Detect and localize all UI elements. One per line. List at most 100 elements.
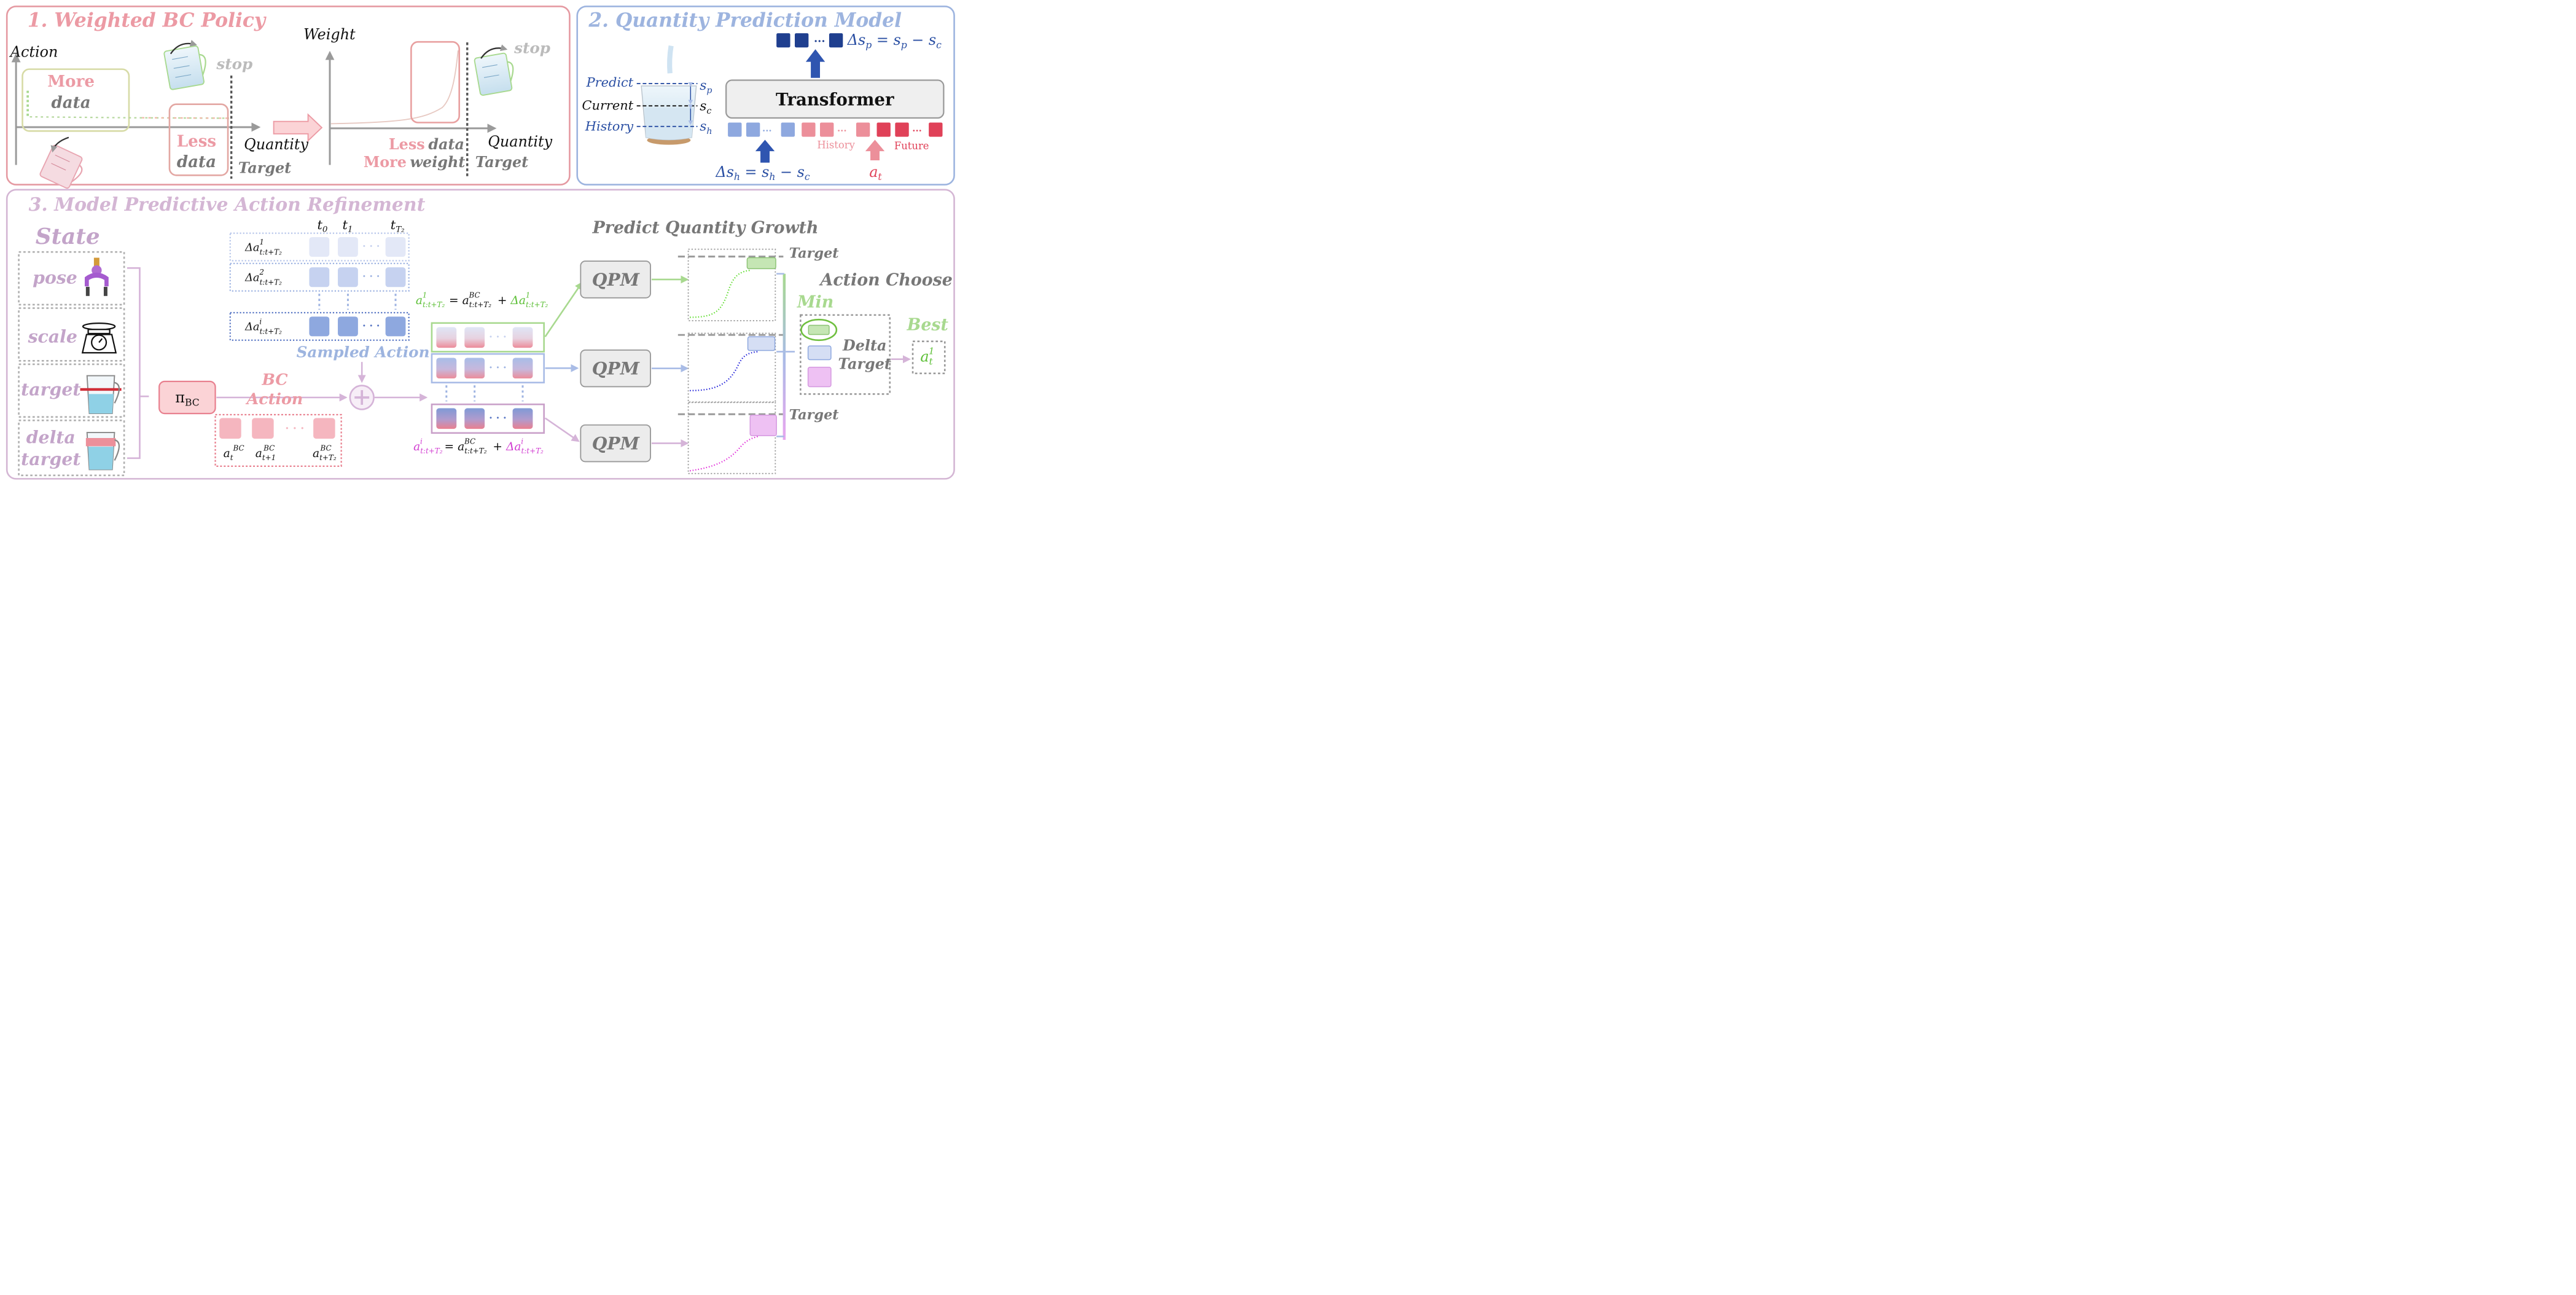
panel1-title: 1. Weighted BC Policy (28, 9, 267, 31)
input-tokens: ··· ··· ··· (728, 122, 943, 137)
target-label-top: Target (789, 246, 840, 262)
future-label: Future (894, 140, 929, 152)
min-label: Min (797, 292, 833, 311)
state-scale-label: scale (28, 326, 77, 347)
delta-row-2: · · · (229, 262, 410, 292)
state-delta-target-label-2: target (21, 448, 80, 469)
choose-candidates (800, 318, 838, 388)
action-data-trail-pink (142, 117, 229, 119)
history-input-arrow (755, 139, 775, 163)
level-current-label: Current (582, 98, 634, 112)
svg-text:· · ·: · · · (362, 240, 380, 252)
action-symbol: at (869, 163, 882, 182)
action-input-arrow (865, 139, 885, 161)
right-plot-x-label: Quantity (488, 133, 552, 151)
bc-action-label-2: Action (246, 389, 303, 408)
growth-plot-1 (677, 248, 784, 322)
state-pose-label: pose (33, 267, 77, 288)
input-formula: Δsh = sh − sc (715, 163, 810, 182)
delta-row-1: · · · (229, 232, 410, 262)
delta-row-dots (318, 294, 397, 310)
less-data-box (168, 103, 229, 176)
output-formula: Δsp = sp − sc (847, 31, 942, 50)
predict-growth-title: Predict Quantity Growth (592, 219, 819, 238)
transformer-block (725, 79, 945, 119)
qpm-block-3: QPM (580, 424, 651, 463)
svg-text:···: ··· (912, 125, 922, 136)
choose-box (800, 314, 891, 395)
candidate-row-1: · · · (431, 322, 545, 353)
delta-row-label-i: Δat:t+T₂i (244, 317, 282, 335)
delta-target-label-1: Delta (842, 337, 886, 354)
right-plot-y-label: Weight (303, 26, 356, 43)
right-stop-label: stop (513, 39, 550, 57)
qpm-block-1: QPM (580, 260, 651, 299)
growth-plot-2 (677, 332, 784, 403)
pouring-cup-icon-top (163, 45, 206, 90)
bc-token-label-2: at+1BC (256, 444, 276, 463)
rotate-arrow-icon-bottom (50, 136, 69, 153)
state-delta-target-label: delta (26, 427, 76, 448)
growth-plot-3 (677, 402, 784, 474)
formula-top: at:t+T₂1 = at:t+T₂BC + Δat:t+T₂1 (416, 291, 548, 309)
svg-text:· · ·: · · · (362, 271, 380, 283)
add-operator-icon (349, 385, 375, 410)
panel1-transition-arrow (273, 113, 323, 143)
target-cup-icon (80, 375, 122, 415)
sampled-action-label: Sampled Action (297, 343, 430, 361)
bc-tokens: · · · (219, 418, 335, 439)
panel2-title: 2. Quantity Prediction Model (588, 9, 902, 31)
candidate-row-i: · · · (431, 403, 545, 434)
bc-tokens-box (214, 413, 342, 467)
more-data-box (21, 68, 130, 132)
delta-row-label-1: Δat:t+T₂1 (244, 238, 282, 256)
selection-bracket (783, 273, 786, 440)
rotate-arrow-icon-top (170, 39, 197, 55)
level-history-label: History (585, 119, 634, 134)
svg-text:· · ·: · · · (362, 320, 380, 332)
bc-token-label-1: atBC (224, 444, 244, 463)
symbol-sp: sp (700, 78, 712, 95)
state-title: State (36, 224, 100, 249)
action-data-points (26, 90, 29, 116)
candidate-row-2: · · · (431, 353, 545, 384)
panel-action-refinement: 3. Model Predictive Action Refinement St… (6, 189, 955, 480)
panel-quantity-prediction-model: 2. Quantity Prediction Model Predict Cur… (576, 6, 955, 186)
state-bracket (127, 267, 149, 460)
symbol-sh: sh (700, 119, 712, 136)
qpm-label-1: QPM (592, 269, 641, 290)
delta-row-label-2: Δat:t+T₂2 (244, 268, 282, 286)
panel2-frame (576, 6, 955, 186)
best-action-symbol: at1 (920, 346, 934, 367)
less-data-sub: data (177, 152, 216, 171)
svg-text:···: ··· (762, 125, 772, 136)
row1-to-qpm-arrow (544, 281, 583, 337)
qpm-block-2: QPM (580, 349, 651, 388)
right-less-label: Less (389, 136, 425, 153)
delta-target-label-2: Target (838, 355, 891, 372)
right-more-label: More (364, 154, 407, 171)
left-target-label: Target (238, 160, 291, 177)
less-data-label: Less (177, 132, 216, 151)
state-items (18, 251, 125, 477)
symbol-sc: sc (700, 99, 711, 116)
right-target-label: Target (475, 154, 528, 171)
time-header-1: t1 (343, 217, 353, 234)
state-target-label: target (21, 378, 80, 399)
more-data-sub: data (52, 93, 91, 112)
right-less-sub: data (428, 136, 464, 153)
svg-text:· · ·: · · · (489, 331, 507, 343)
svg-text:· · ·: · · · (285, 422, 304, 435)
best-box (911, 340, 946, 375)
more-data-label: More (47, 72, 95, 91)
svg-text:···: ··· (814, 35, 825, 48)
output-tokens: ··· (776, 33, 843, 48)
weight-highlight-box (410, 41, 460, 123)
svg-text:···: ··· (837, 125, 847, 136)
weight-curve (330, 50, 459, 125)
rotate-arrow-icon-right (480, 44, 508, 59)
right-more-sub: weight (410, 154, 466, 171)
bc-token-label-3: at+T₂BC (313, 444, 337, 463)
formula-bottom: at:t+T₂i = at:t+T₂BC + Δat:t+T₂i (413, 437, 544, 455)
action-choose-label: Action Choose (819, 270, 953, 289)
